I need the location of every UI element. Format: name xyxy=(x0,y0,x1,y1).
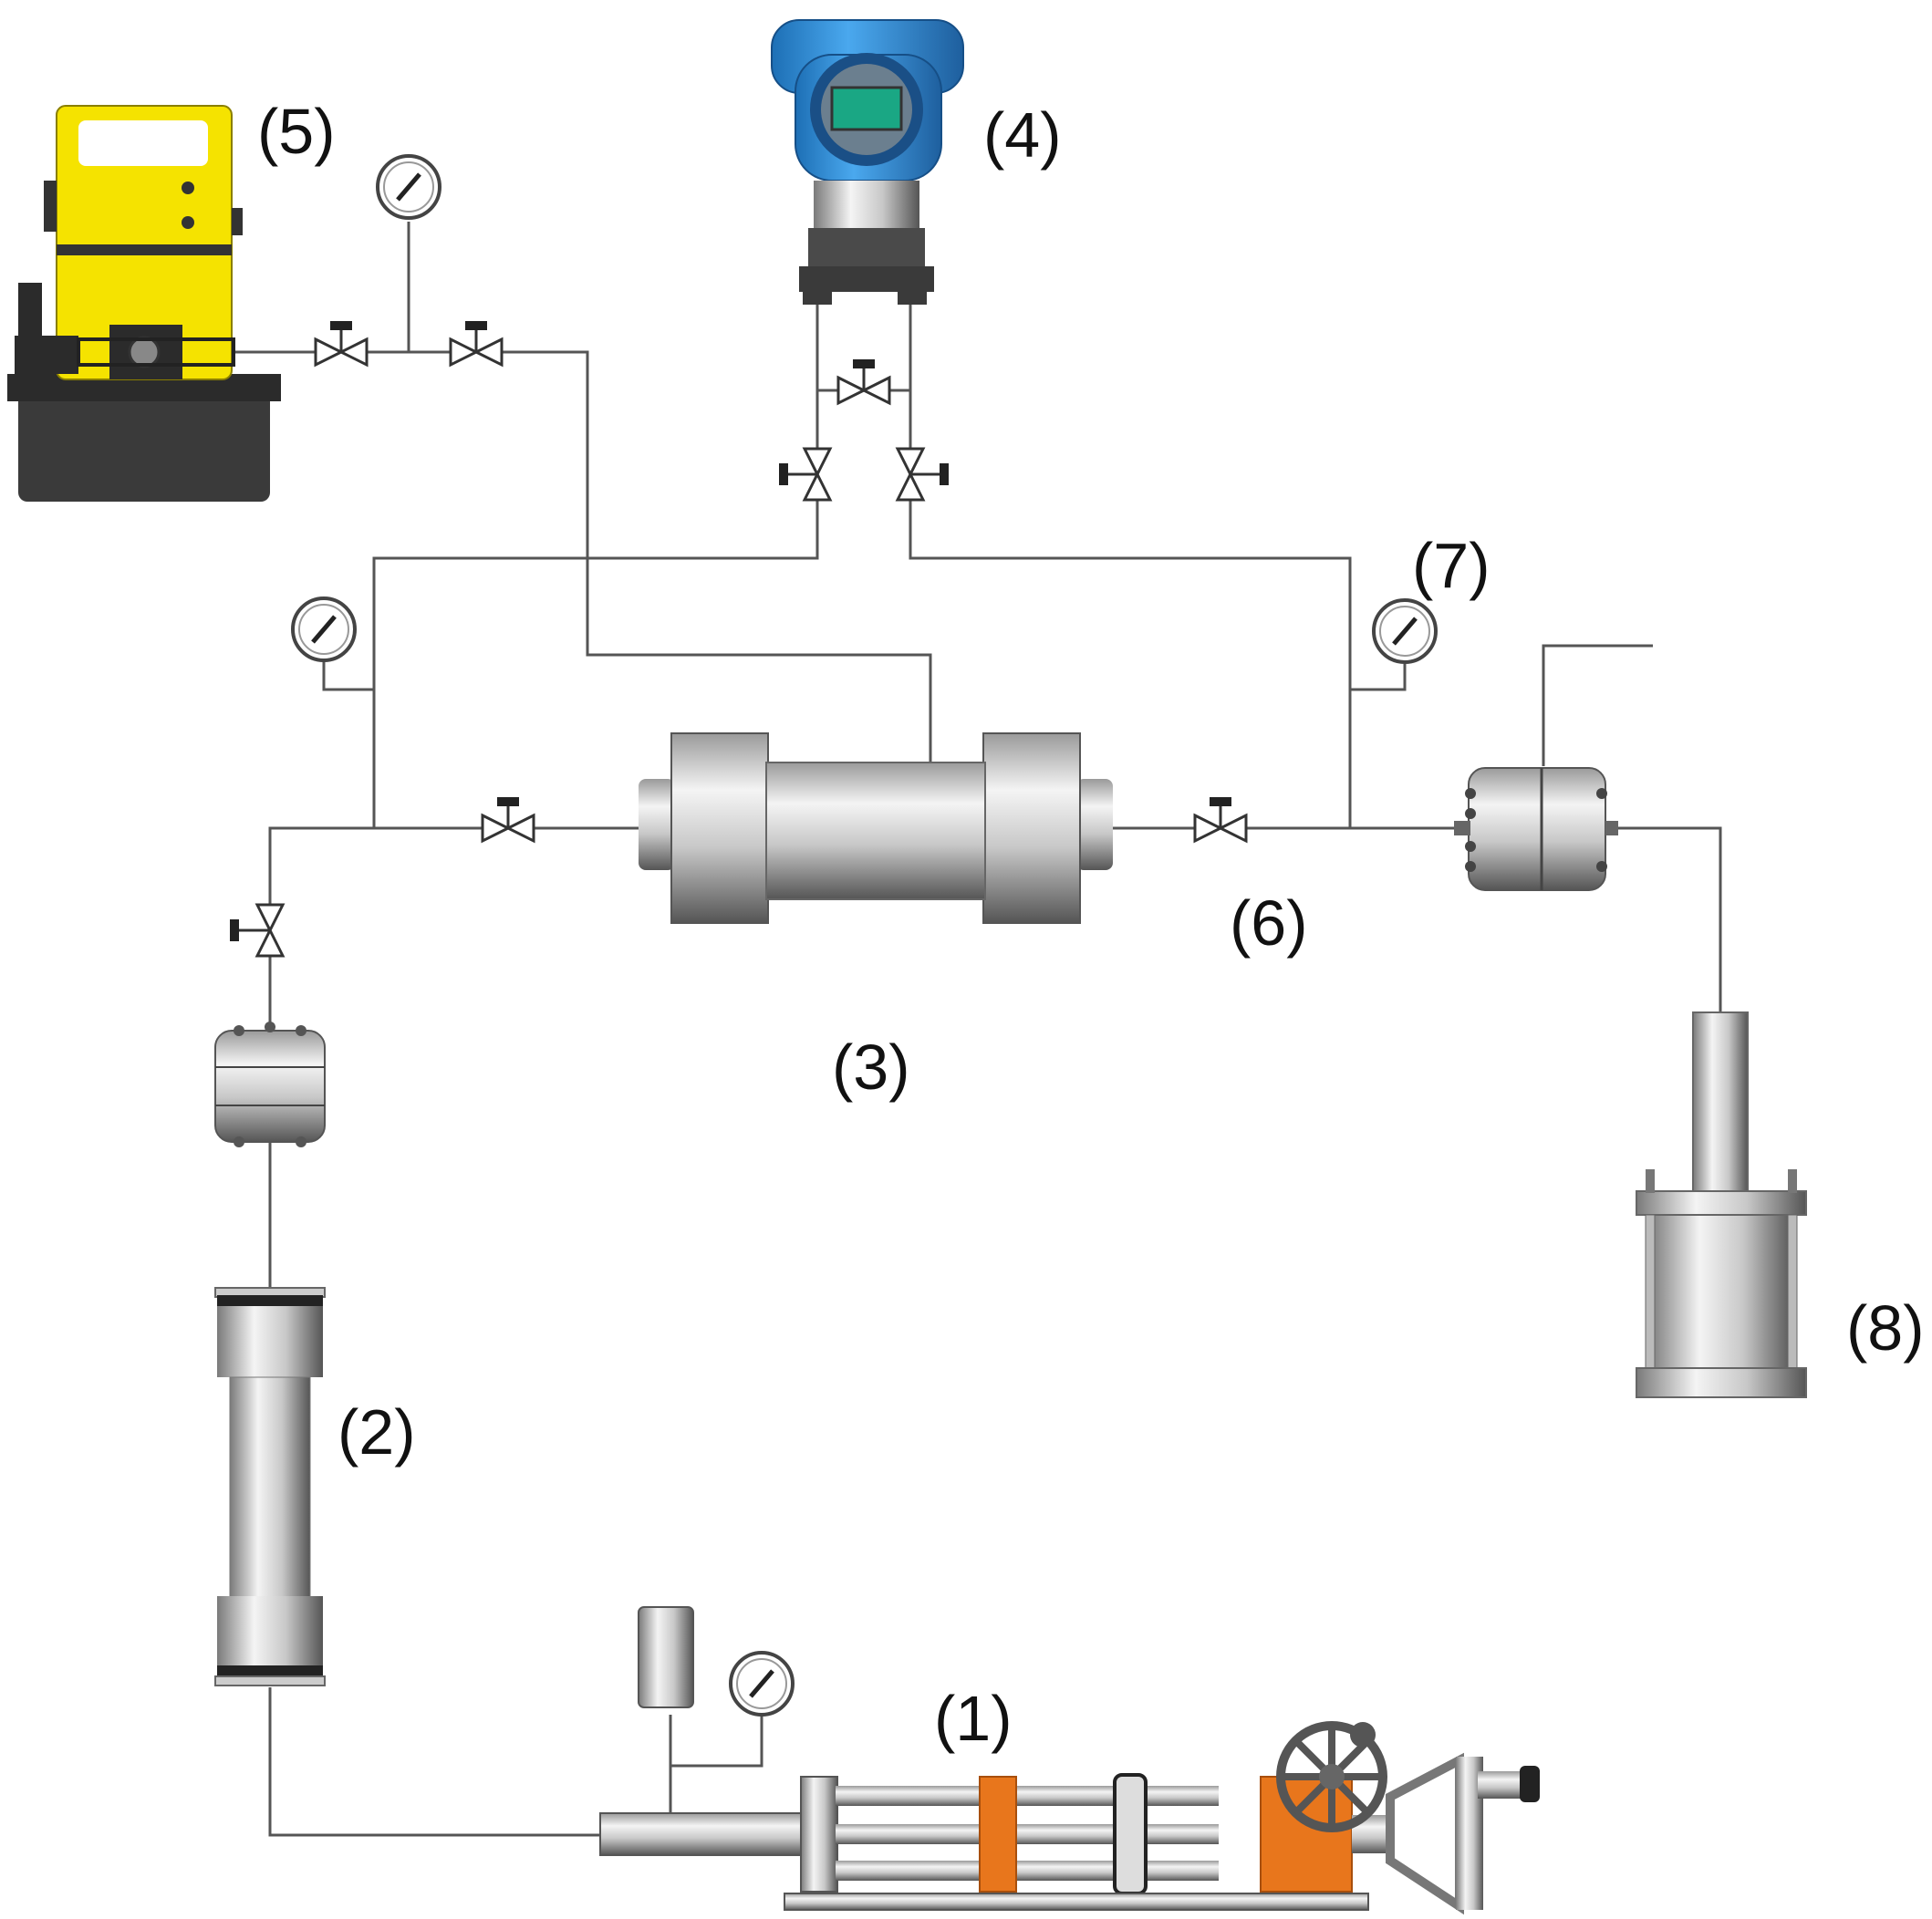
back-pressure-regulator xyxy=(1454,767,1618,891)
hydraulic-pump-5 xyxy=(7,105,281,502)
label-gauge: (7) xyxy=(1412,530,1491,601)
gauge-pump5-icon xyxy=(378,156,440,218)
valve-icon[interactable] xyxy=(836,358,891,405)
piping xyxy=(234,222,1722,1837)
label-core-holder: (3) xyxy=(832,1032,910,1103)
valve-icon[interactable] xyxy=(314,319,369,367)
valve-left-icon[interactable] xyxy=(481,795,535,843)
label-valve: (6) xyxy=(1230,887,1308,959)
inlet-filter xyxy=(214,1022,326,1147)
handwheel-icon[interactable] xyxy=(1276,1721,1387,1832)
label-vessel: (2) xyxy=(338,1396,416,1468)
label-dp-transmitter: (4) xyxy=(983,99,1062,171)
valve-icon[interactable] xyxy=(779,447,832,502)
dp-transmitter-4 xyxy=(771,19,964,305)
gauge-left-icon xyxy=(293,598,355,660)
gauge-pump1-icon xyxy=(731,1653,793,1715)
valve-icon[interactable] xyxy=(449,319,504,367)
collector-8 xyxy=(1636,1011,1807,1398)
vessel-2 xyxy=(214,1287,326,1686)
valve-6-icon[interactable] xyxy=(1193,795,1248,843)
core-holder-3 xyxy=(639,732,1113,924)
label-hydraulic-pump: (5) xyxy=(257,96,336,167)
gauge-right-icon xyxy=(1374,600,1436,662)
label-pump: (1) xyxy=(934,1683,1013,1754)
valve-inlet-handle xyxy=(230,919,270,941)
label-collector: (8) xyxy=(1846,1292,1925,1364)
valve-icon[interactable] xyxy=(896,447,949,502)
pump-1 xyxy=(599,1606,1540,1915)
